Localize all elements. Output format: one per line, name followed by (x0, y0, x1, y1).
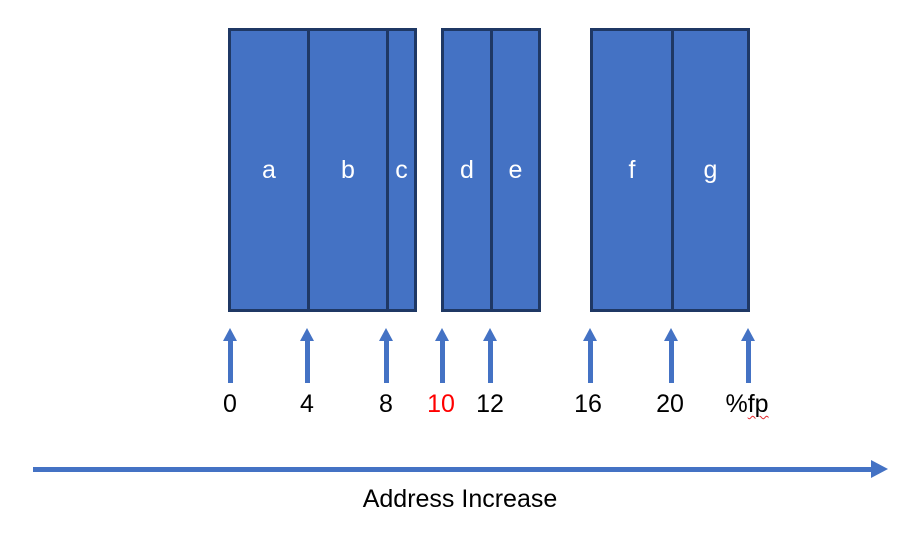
memory-group-de: d e (441, 28, 541, 312)
tick-label-10-highlight: 10 (427, 390, 455, 418)
up-arrow-icon-20 (664, 328, 678, 383)
arrow-head (483, 328, 497, 341)
memory-group-abc: a b c (228, 28, 417, 312)
up-arrow-icon-10 (435, 328, 449, 383)
arrow-shaft (439, 341, 445, 383)
arrow-head (435, 328, 449, 341)
fp-word-misspelled: fp (747, 390, 769, 418)
block-c-label: c (395, 155, 408, 184)
up-arrow-icon-0 (223, 328, 237, 383)
tick-label-fp: %fp (712, 392, 782, 417)
arrow-head (741, 328, 755, 341)
memory-block-b: b (307, 31, 386, 309)
tick-label-20: 20 (656, 390, 684, 418)
arrow-shaft (587, 341, 593, 383)
axis-label: Address Increase (362, 485, 558, 513)
tick-label-0: 0 (223, 390, 237, 418)
tick-label-16: 16 (574, 390, 602, 418)
up-arrow-icon-12 (483, 328, 497, 383)
fp-prefix: % (725, 390, 748, 418)
memory-group-fg: f g (590, 28, 750, 312)
up-arrow-icon-16 (583, 328, 597, 383)
arrow-head (300, 328, 314, 341)
block-a-label: a (262, 155, 276, 184)
arrow-head (664, 328, 678, 341)
arrow-head (223, 328, 237, 341)
memory-block-c: c (386, 31, 414, 309)
memory-block-a: a (231, 31, 307, 309)
arrow-shaft (745, 341, 751, 383)
block-f-label: f (628, 155, 636, 184)
up-arrow-icon-4 (300, 328, 314, 383)
up-arrow-icon-fp (741, 328, 755, 383)
memory-block-d: d (444, 31, 490, 309)
arrow-shaft (668, 341, 674, 383)
arrow-shaft (383, 341, 389, 383)
block-b-label: b (341, 155, 355, 184)
arrow-shaft (487, 341, 493, 383)
tick-label-4: 4 (300, 390, 314, 418)
tick-label-8: 8 (379, 390, 393, 418)
block-d-label: d (460, 155, 474, 184)
block-e-label: e (508, 155, 523, 184)
arrow-shaft (227, 341, 233, 383)
memory-block-g: g (671, 31, 747, 309)
up-arrow-icon-8 (379, 328, 393, 383)
address-axis-line (33, 467, 873, 472)
address-axis-arrowhead-icon (871, 460, 888, 478)
arrow-head (583, 328, 597, 341)
arrow-head (379, 328, 393, 341)
tick-label-12: 12 (476, 390, 504, 418)
block-g-label: g (703, 155, 718, 184)
memory-block-f: f (593, 31, 671, 309)
memory-block-e: e (490, 31, 538, 309)
arrow-shaft (304, 341, 310, 383)
